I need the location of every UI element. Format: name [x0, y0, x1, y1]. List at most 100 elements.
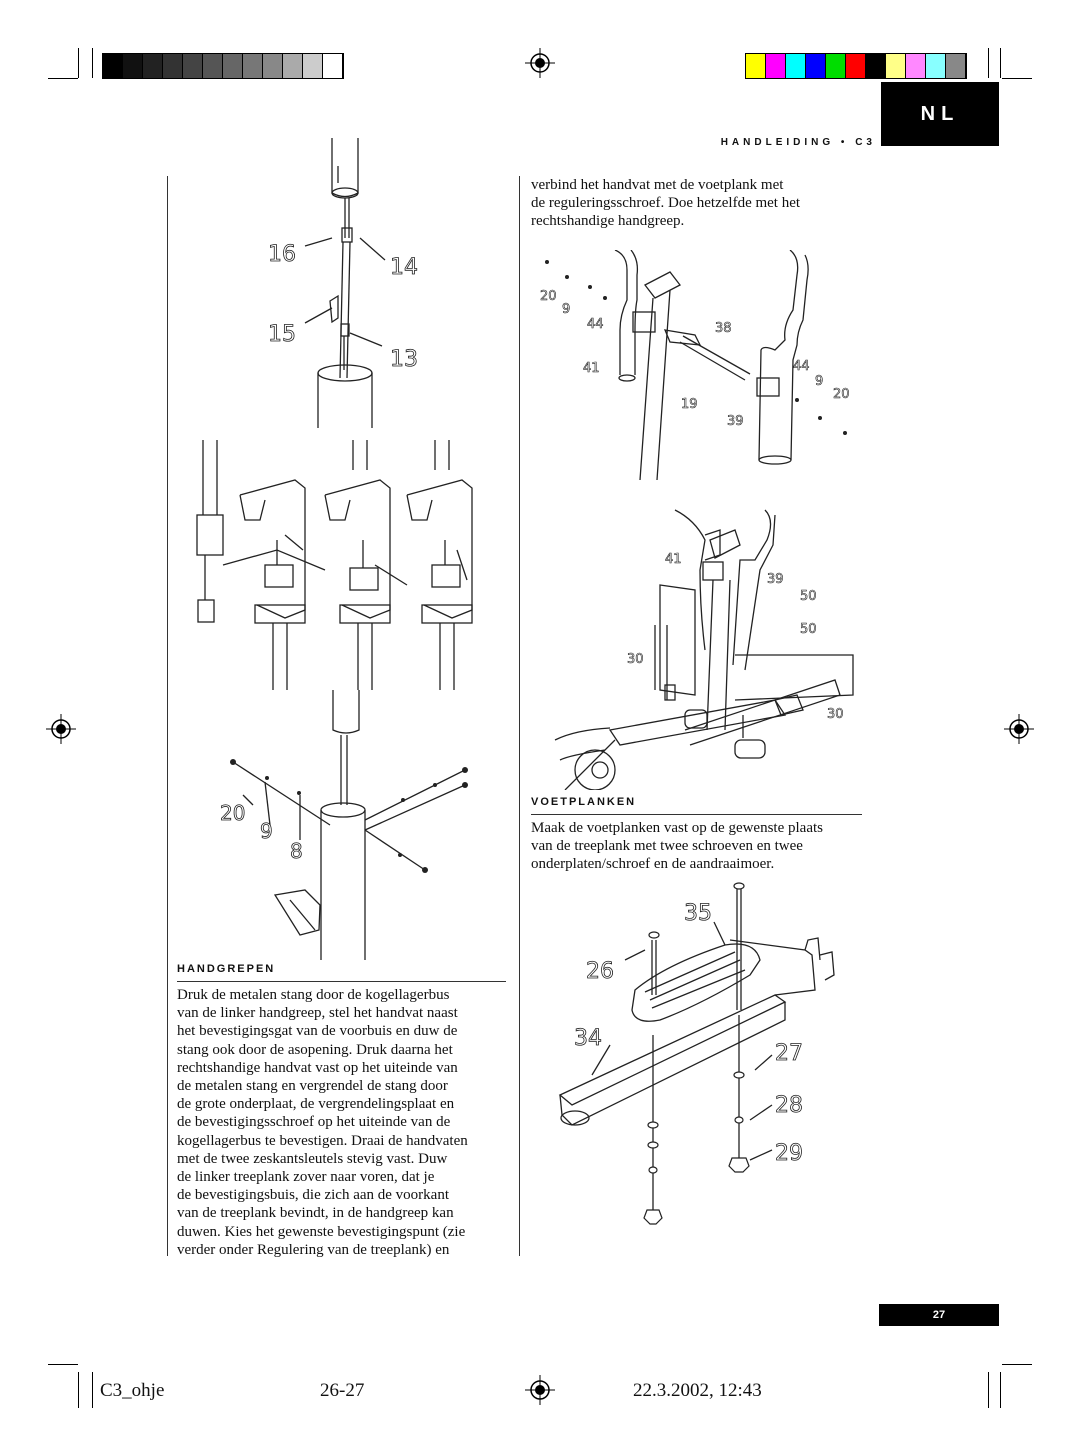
gray-swatch [163, 54, 183, 78]
figure-pedal-assembly: 35 26 34 27 28 29 [558, 882, 835, 1225]
text-line: het bevestigingsgat van de voorbuis en d… [177, 1023, 458, 1040]
text-line: van de treeplank met twee schroeven en t… [531, 838, 803, 855]
color-swatch [946, 54, 966, 78]
label-13: 13 [390, 347, 418, 372]
text-line: onderplaten/schroef en de aandraaimoer. [531, 856, 775, 873]
color-swatch [786, 54, 806, 78]
text-line: van de treeplank bevindt, in de handgree… [177, 1205, 454, 1222]
label-34: 34 [574, 1026, 602, 1051]
text-line: verbind het handvat met de voetplank met [531, 177, 784, 193]
label-20: 20 [833, 387, 850, 402]
voetplanken-rule [531, 814, 862, 815]
language-tab: NL [881, 82, 999, 146]
color-bar [745, 53, 967, 79]
text-line: de bevestigingsbuis, die zich aan de voo… [177, 1187, 450, 1204]
label-9: 9 [815, 374, 823, 389]
gray-swatch [223, 54, 243, 78]
gray-swatch [123, 54, 143, 78]
label-50: 50 [800, 622, 817, 637]
text-line: de linker treeplank zover naar voren, da… [177, 1169, 435, 1186]
figure-handlebar-cable: 16 14 15 13 [268, 138, 418, 428]
text-line: duwen. Kies het gewenste bevestigingspun… [177, 1223, 466, 1240]
figure-frame-assembly: 41 39 50 50 30 30 [554, 509, 854, 790]
text-line: van de linker handgreep, stel het handva… [177, 1005, 458, 1022]
color-swatch [766, 54, 786, 78]
label-26: 26 [586, 959, 614, 984]
registration-mark-top-icon [525, 48, 555, 78]
text-line: de reguleringsschroef. Doe hetzelfde met… [531, 195, 801, 212]
label-20: 20 [540, 289, 557, 304]
text-line: Maak de voetplanken vast op de gewenste … [531, 820, 823, 836]
color-swatch [906, 54, 926, 78]
figure-clamp-sequence [196, 440, 473, 690]
text-line: verder onder Regulering van de treeplank… [177, 1241, 450, 1258]
grayscale-bar [102, 53, 344, 79]
gray-swatch [263, 54, 283, 78]
label-30: 30 [627, 652, 644, 667]
running-header: HANDLEIDING • C3 [720, 137, 876, 148]
label-39: 39 [767, 572, 784, 587]
label-19: 19 [681, 397, 698, 412]
label-35: 35 [684, 901, 712, 926]
gray-swatch [103, 54, 123, 78]
text-line: Druk de metalen stang door de kogellager… [177, 987, 450, 1003]
slug-filename: C3_ohje [100, 1380, 165, 1401]
color-swatch [866, 54, 886, 78]
gray-swatch [323, 54, 343, 78]
gray-swatch [183, 54, 203, 78]
label-16: 16 [268, 242, 296, 267]
left-column-rule [167, 176, 168, 1256]
label-41: 41 [665, 552, 682, 567]
registration-mark-left-icon [46, 714, 76, 744]
label-28: 28 [775, 1093, 803, 1118]
label-8: 8 [290, 839, 303, 863]
handgrepen-body: Druk de metalen stang door de kogellager… [177, 986, 512, 1259]
text-line: rechtshandige handgreep. [531, 213, 685, 230]
continuation-body: verbind het handvat met de voetplank met… [531, 176, 871, 231]
color-swatch [746, 54, 766, 78]
figure-handle-assembly: 20 9 44 38 41 44 9 20 19 39 [540, 250, 850, 481]
handgrepen-rule [177, 981, 506, 982]
text-line: stang ook door de asopening. Druk daarna… [177, 1041, 453, 1058]
text-line: de grote onderplaat, de vergrendelingspl… [177, 1096, 455, 1113]
label-39: 39 [727, 414, 744, 429]
label-41: 41 [583, 361, 600, 376]
slug-timestamp: 22.3.2002, 12:43 [633, 1380, 762, 1401]
text-line: met de twee zeskantsleutels stevig vast.… [177, 1150, 448, 1167]
color-swatch [926, 54, 946, 78]
label-50: 50 [800, 589, 817, 604]
color-swatch [846, 54, 866, 78]
figure-handle-bolts: 20 9 8 [220, 690, 468, 960]
label-9: 9 [562, 302, 570, 317]
label-44: 44 [793, 359, 810, 374]
label-44: 44 [587, 317, 604, 332]
label-30: 30 [827, 707, 844, 722]
label-29: 29 [775, 1141, 803, 1166]
label-38: 38 [715, 321, 732, 336]
registration-mark-right-icon [1004, 714, 1034, 744]
gray-swatch [303, 54, 323, 78]
voetplanken-heading: VOETPLANKEN [531, 796, 637, 808]
voetplanken-body: Maak de voetplanken vast op de gewenste … [531, 819, 871, 874]
handgrepen-heading: HANDGREPEN [177, 963, 276, 975]
text-line: rechtshandige handvat vast op het uitein… [177, 1059, 458, 1076]
label-20: 20 [220, 801, 245, 825]
registration-mark-bottom-icon [525, 1375, 555, 1405]
middle-column-rule [519, 176, 520, 1256]
color-swatch [826, 54, 846, 78]
slug-pages: 26-27 [320, 1380, 365, 1401]
text-line: kogellagerbus te bevestigen. Draai de ha… [177, 1132, 468, 1149]
label-9: 9 [260, 819, 273, 843]
color-swatch [806, 54, 826, 78]
gray-swatch [143, 54, 163, 78]
label-15: 15 [268, 322, 296, 347]
gray-swatch [243, 54, 263, 78]
text-line: de metalen stang en vergrendel de stang … [177, 1078, 448, 1095]
label-14: 14 [390, 255, 418, 280]
gray-swatch [283, 54, 303, 78]
page-number: 27 [879, 1304, 999, 1326]
color-swatch [886, 54, 906, 78]
text-line: de bevestigingsschroef op het uiteinde v… [177, 1114, 451, 1131]
gray-swatch [203, 54, 223, 78]
label-27: 27 [775, 1041, 803, 1066]
